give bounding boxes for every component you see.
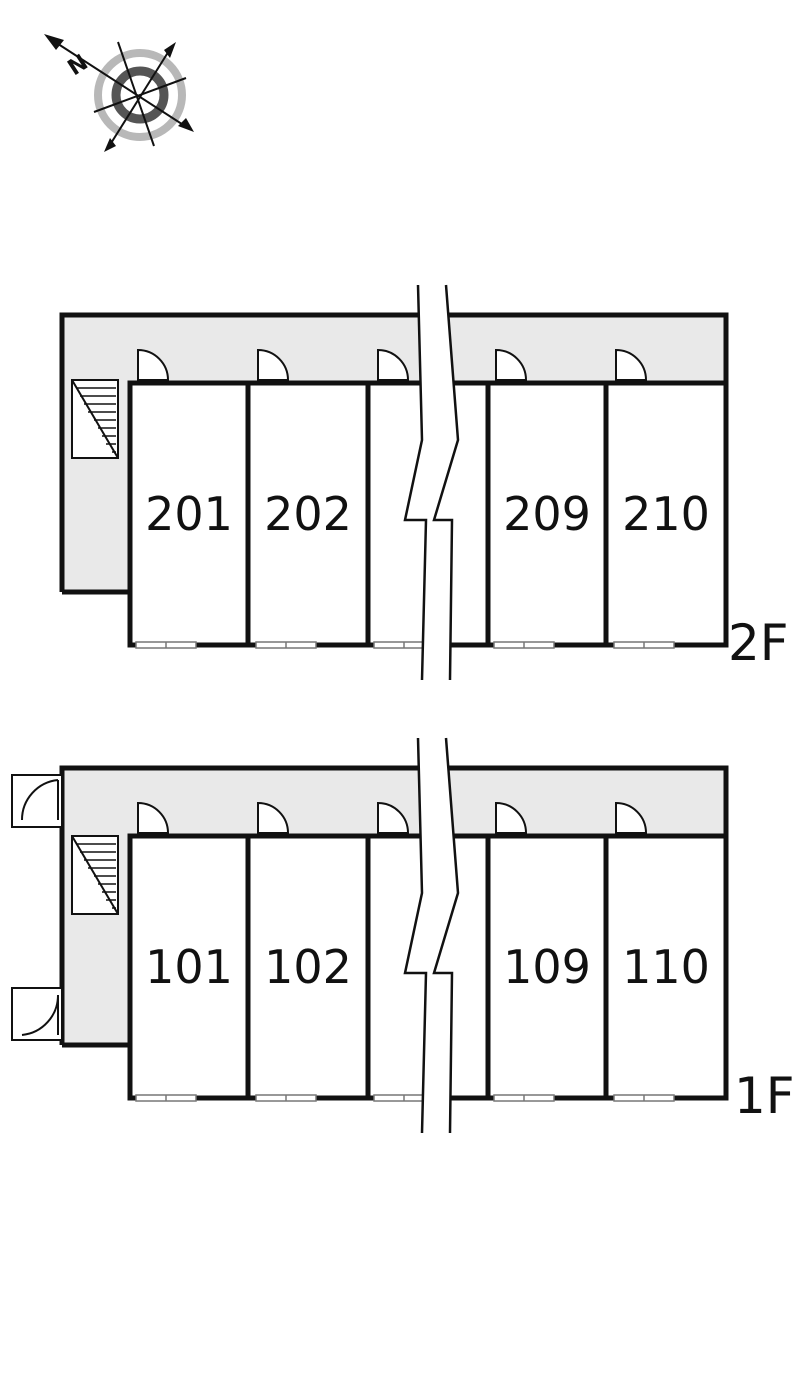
compass-inner-ring [111,66,169,124]
north-arrow-icon [44,34,64,50]
stair-icon [71,835,119,915]
compass: N [44,34,194,152]
stair-icon [71,379,119,459]
unit-210-label: 210 [622,487,710,541]
compass-outer-ring [94,49,186,141]
unit-110-label: 110 [622,940,710,994]
floor-1f: 101 102 109 110 1F [11,737,795,1134]
floor-2f-label: 2F [728,614,789,672]
north-label: N [64,50,93,81]
unit-102-label: 102 [264,940,352,994]
floor-2f: 201 202 209 210 2F [59,284,789,681]
break-line [403,284,428,681]
entrance-door-icon [11,774,63,1041]
unit-201-label: 201 [145,487,233,541]
unit-109-label: 109 [503,940,591,994]
floor-1f-label: 1F [734,1067,795,1125]
unit-202-label: 202 [264,487,352,541]
unit-101-label: 101 [145,940,233,994]
break-line [403,737,428,1134]
unit-209-label: 209 [503,487,591,541]
